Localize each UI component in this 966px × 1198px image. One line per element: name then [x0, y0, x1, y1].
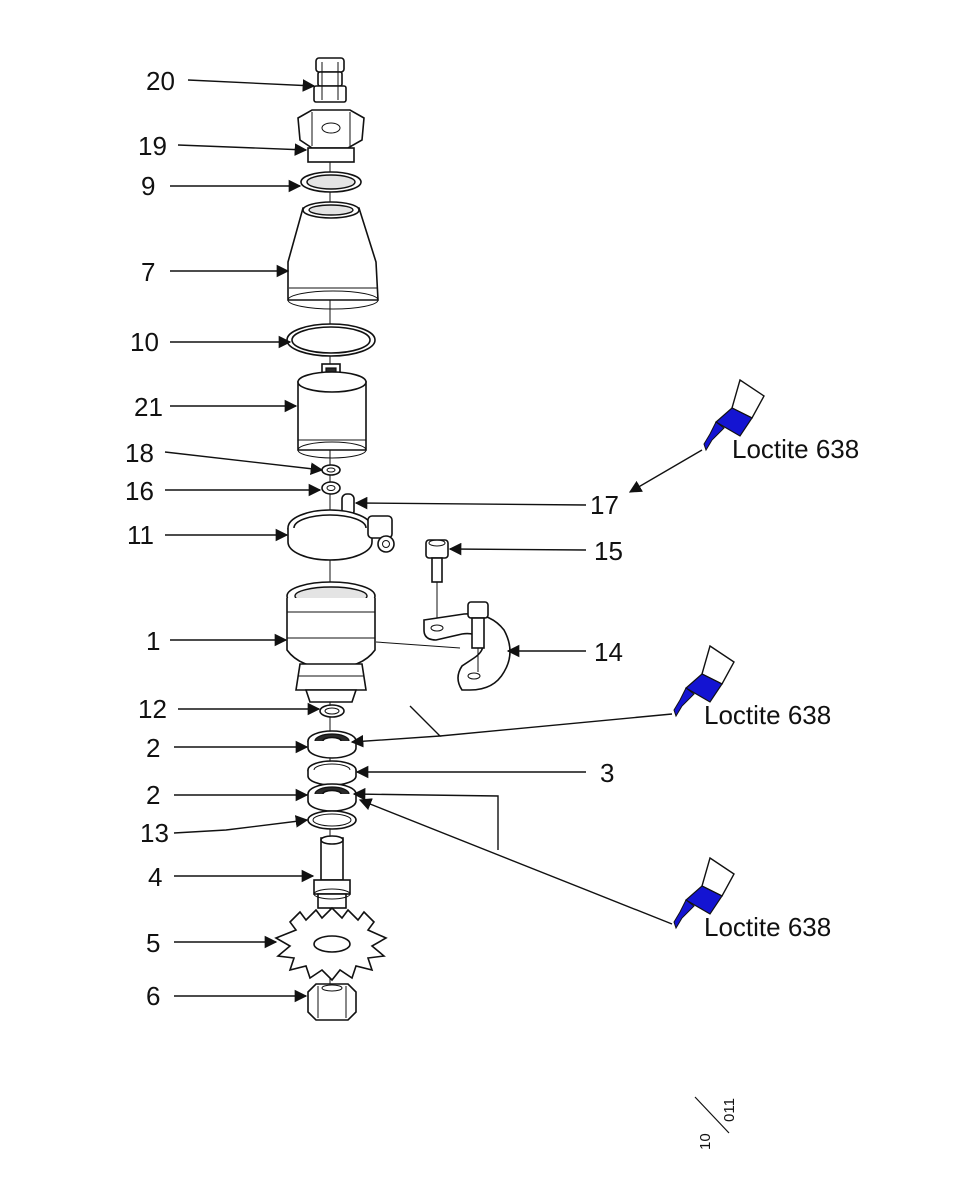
callout-12: 12 — [138, 694, 167, 724]
callout-10: 10 — [130, 327, 159, 357]
loctite-label: Loctite 638 — [704, 912, 831, 942]
callout-20: 20 — [146, 66, 175, 96]
callout-15: 15 — [594, 536, 623, 566]
callout-13: 13 — [140, 818, 169, 848]
part-21-cylinder — [297, 363, 367, 459]
adhesive-bottle-icon — [673, 856, 735, 930]
callout-3: 3 — [600, 758, 614, 788]
loctite-note-2: Loctite 638 — [673, 644, 831, 730]
part-5-sprocket — [274, 906, 388, 982]
adhesive-bottle-icon — [703, 378, 765, 452]
part-2-bearing-lower — [307, 783, 357, 812]
part-3-spacer — [307, 760, 357, 786]
part-12-small-o-ring — [319, 704, 345, 718]
leader-13 — [173, 815, 309, 834]
leader-loctite-bearing-lower-a — [352, 787, 499, 850]
loctite-note-3: Loctite 638 — [673, 856, 831, 942]
leader-lines — [164, 79, 703, 1003]
part-15-screw — [425, 539, 449, 628]
callout-5: 5 — [146, 928, 160, 958]
callout-4: 4 — [148, 862, 162, 892]
part-16-small-ring — [321, 481, 341, 495]
leader-18 — [164, 451, 324, 475]
leader-15 — [448, 542, 587, 556]
leader-loctite-17 — [628, 449, 703, 493]
leader-loctite-bearing-upper-b — [439, 713, 673, 737]
part-2-bearing-upper — [307, 730, 357, 759]
callout-11: 11 — [127, 520, 154, 550]
part-13-snap-ring — [307, 810, 357, 830]
callout-1: 1 — [146, 626, 160, 656]
leader-17 — [354, 496, 587, 510]
callout-16: 16 — [125, 476, 154, 506]
callout-19: 19 — [138, 131, 167, 161]
part-6-hex-nut — [307, 983, 357, 1021]
part-1-main-body — [286, 581, 376, 703]
part-10-large-o-ring — [286, 323, 376, 357]
callout-2-lower: 2 — [146, 780, 160, 810]
part-7-cap-housing — [287, 201, 379, 310]
page-number-bottom: 011 — [721, 1098, 738, 1122]
callout-17: 17 — [590, 490, 619, 520]
part-9-o-ring — [300, 171, 362, 193]
part-11-clamp-ring — [287, 509, 395, 561]
loctite-note-1: Loctite 638 — [703, 378, 859, 464]
callout-9: 9 — [141, 171, 155, 201]
part-18-washer — [321, 464, 341, 476]
callout-18: 18 — [125, 438, 154, 468]
callout-21: 21 — [134, 392, 163, 422]
part-14-bracket — [423, 601, 511, 691]
leader-20 — [187, 79, 316, 92]
callout-7: 7 — [141, 257, 155, 287]
page-number-slash — [694, 1096, 730, 1134]
leader-19 — [177, 143, 308, 156]
callout-numbers: 20 19 9 7 10 21 18 16 11 1 12 2 2 13 4 5… — [125, 66, 623, 1011]
loctite-label: Loctite 638 — [704, 700, 831, 730]
callout-14: 14 — [594, 637, 623, 667]
callout-6: 6 — [146, 981, 160, 1011]
page-number-top: 10 — [697, 1133, 714, 1150]
part-20-cable-gland — [313, 57, 347, 103]
loctite-label: Loctite 638 — [732, 434, 859, 464]
callout-2-upper: 2 — [146, 733, 160, 763]
leader-loctite-bearing-lower-b — [358, 798, 673, 925]
part-4-shaft — [313, 835, 351, 909]
leader-1-to-14 — [375, 641, 461, 649]
leader-loctite-bearing-upper-a — [350, 705, 442, 748]
page-number: 10 011 — [694, 1096, 738, 1150]
part-19-hex-nut — [297, 109, 365, 163]
adhesive-bottle-icon — [673, 644, 735, 718]
